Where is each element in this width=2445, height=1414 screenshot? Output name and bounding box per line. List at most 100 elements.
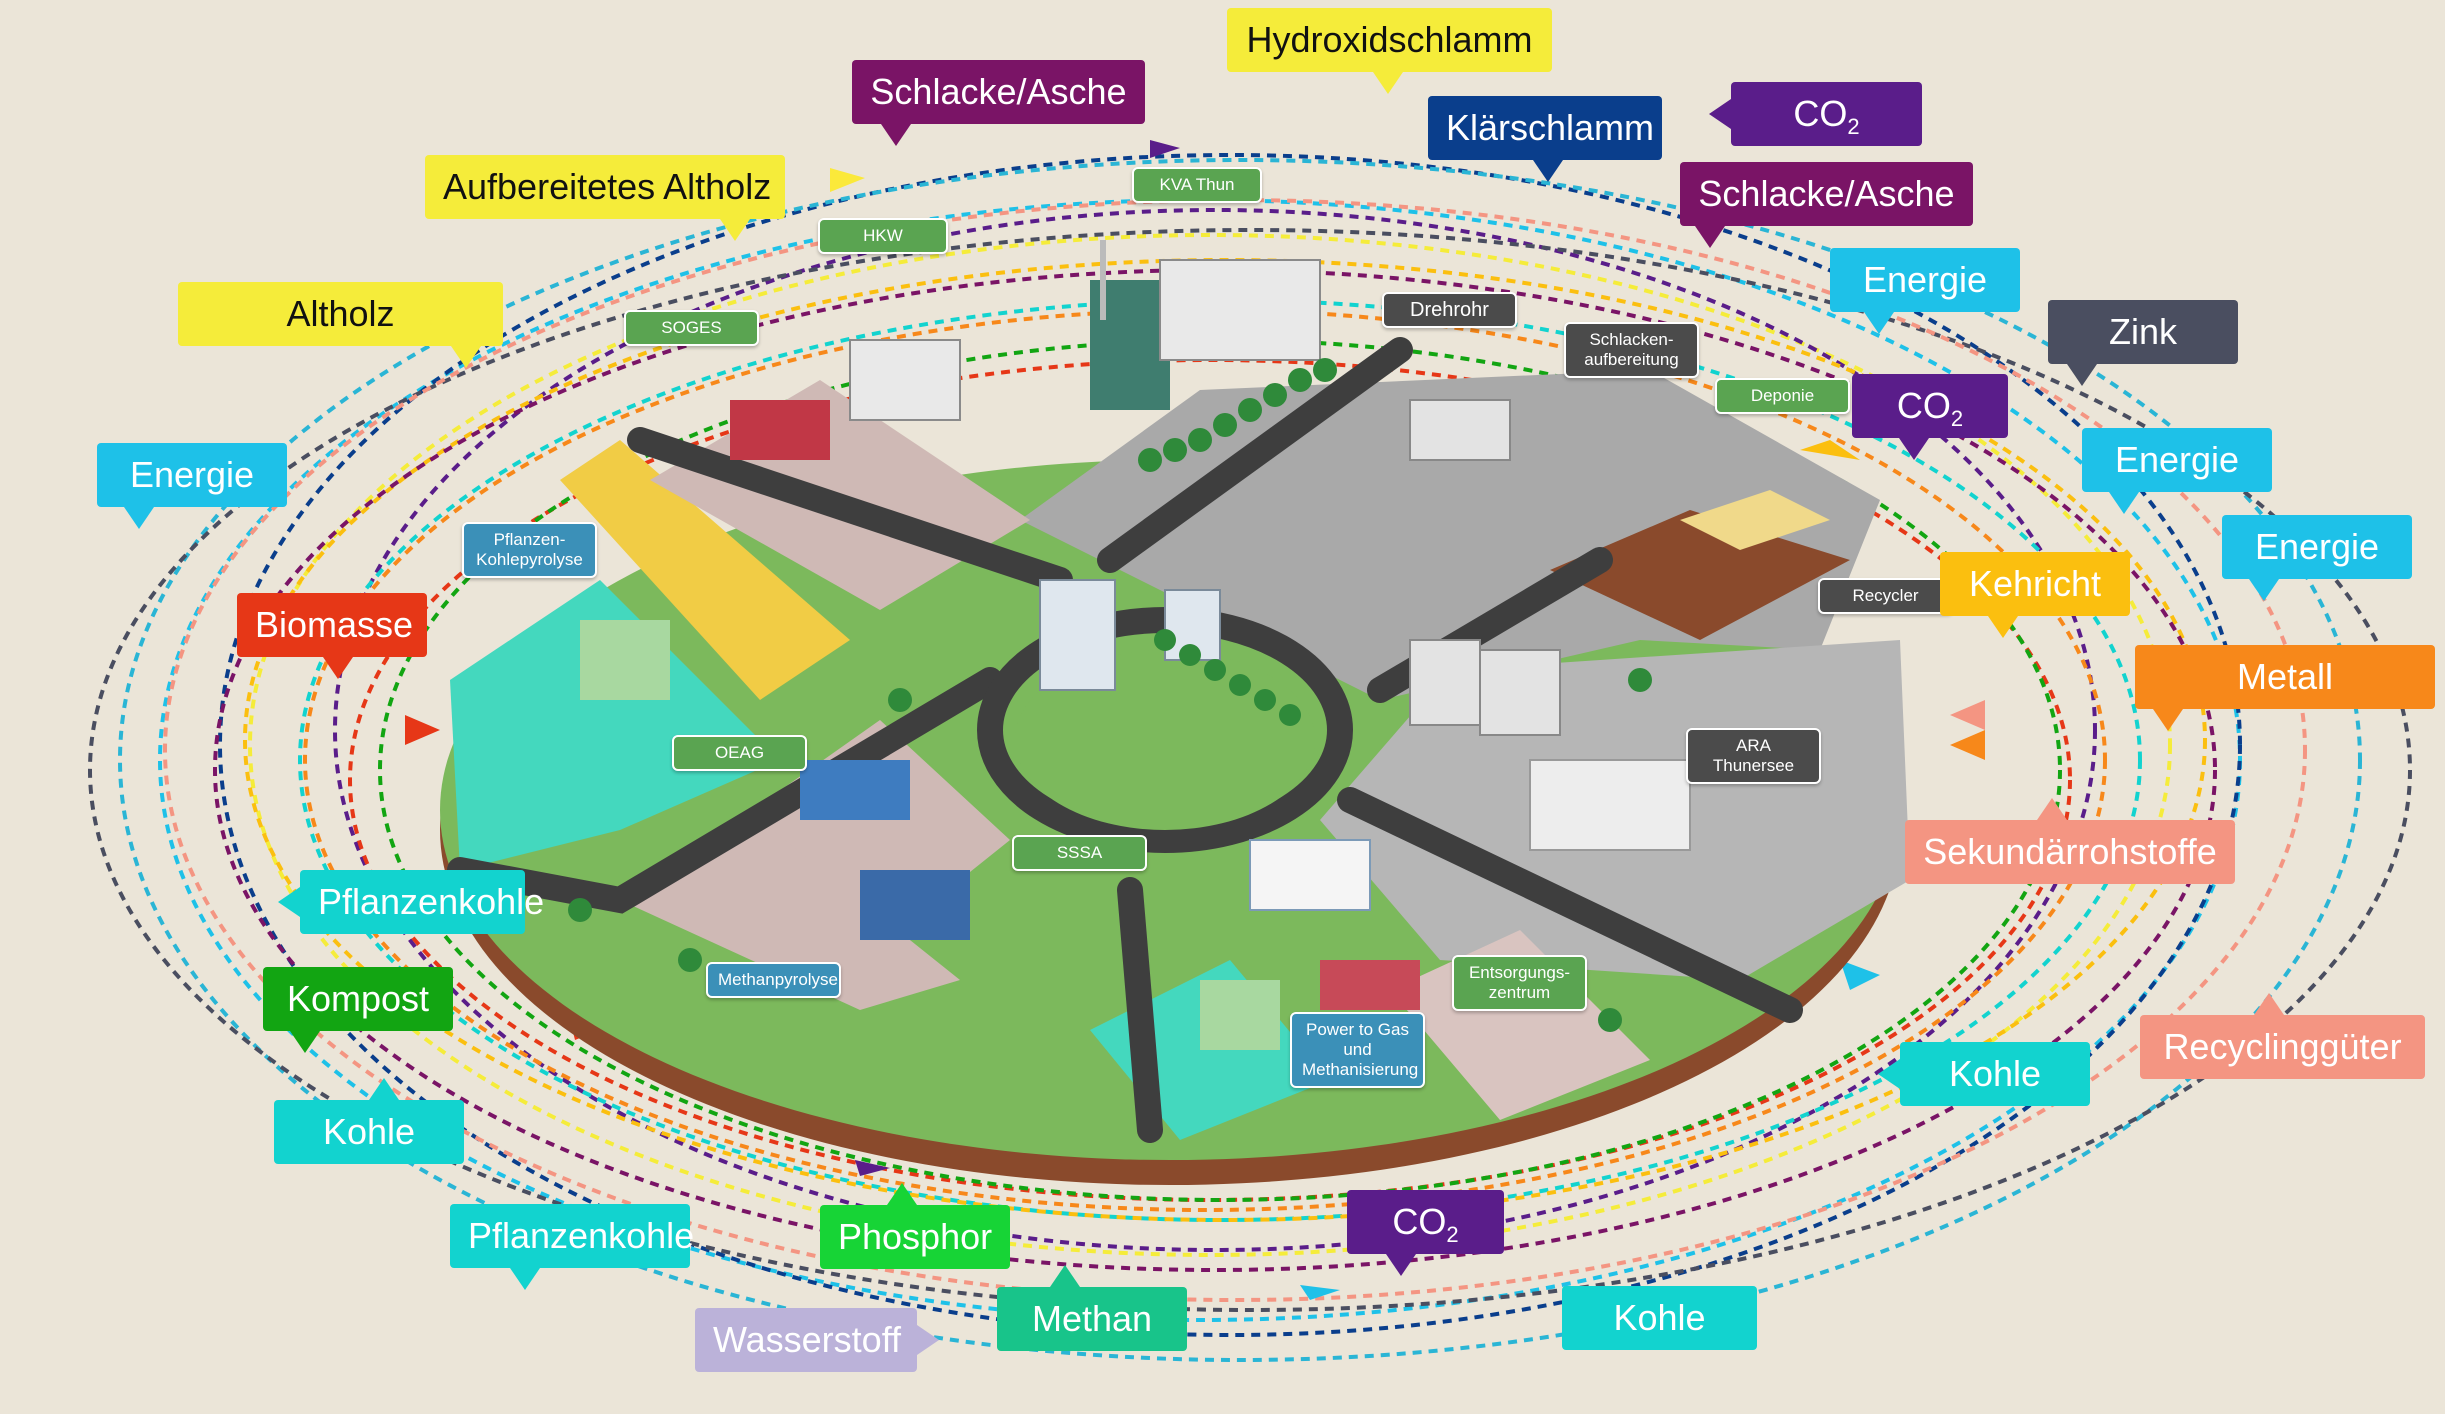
building-hkw [849,339,961,421]
flow-label-energie-left-text: Energie [129,454,255,495]
flow-label-klaerschlamm[interactable]: Klärschlamm [1428,96,1662,182]
flow-label-kompost[interactable]: Kompost [263,967,453,1053]
place-entsorgungszentrum-label-2: zentrum [1488,983,1551,1002]
building-barn [730,400,830,460]
flow-label-altholz[interactable]: Altholz [178,282,503,368]
flow-label-schlacke-asche-top[interactable]: Schlacke/Asche [852,60,1145,146]
building-tower-center [1039,579,1116,691]
flow-label-co2-bottom-text: CO [1392,1201,1447,1242]
flow-label-co2-right[interactable]: CO2 [1852,374,2008,460]
flow-label-kohle-right[interactable]: Kohle [1878,1042,2090,1106]
flow-label-kohle-bottom[interactable]: Kohle [1562,1286,1757,1350]
place-sssa[interactable]: SSSA [1012,835,1147,871]
tree [1313,358,1337,382]
arrow-phosphor [855,1160,890,1176]
flow-label-phosphor[interactable]: Phosphor [820,1183,1010,1269]
road-s [1117,877,1163,1143]
flow-label-pflanzenkohle-bottom-text: Pflanzenkohle [468,1215,695,1256]
flow-label-energie-2[interactable]: Energie [2082,428,2272,514]
place-recycler[interactable]: Recycler [1818,578,1953,614]
flow-label-metall[interactable]: Metall [2135,645,2435,731]
arrow-kohle [1840,960,1880,990]
flow-label-altholz-text: Altholz [286,293,395,334]
flow-label-co2-bottom[interactable]: CO2 [1347,1190,1504,1276]
zone-factory-pink [620,820,960,1010]
place-kva-thun[interactable]: KVA Thun [1132,167,1262,203]
flow-label-klaerschlamm-text: Klärschlamm [1446,107,1655,148]
place-drehrohr[interactable]: Drehrohr [1382,292,1517,328]
flow-label-kehricht[interactable]: Kehricht [1940,552,2130,638]
building-factory [860,870,970,940]
flow-label-co2-top-sub: 2 [1847,114,1860,140]
flow-label-biomasse[interactable]: Biomasse [237,593,427,679]
flow-label-pflanzenkohle-left[interactable]: Pflanzenkohle [278,870,544,934]
flow-label-schlacke-asche-right-text: Schlacke/Asche [1698,173,1955,214]
buildings [580,240,1691,1050]
place-hkw[interactable]: HKW [818,218,948,254]
place-schlackenaufbereitung-label-2: aufbereitung [1584,350,1679,369]
tree [1263,383,1287,407]
flow-line-schlacke [333,208,2097,1252]
tree [1179,644,1201,666]
flow-label-schlacke-asche-right[interactable]: Schlacke/Asche [1680,162,1973,248]
tree [1288,368,1312,392]
place-oeag-label: OEAG [714,743,765,762]
tree [1213,413,1237,437]
tree [1138,448,1162,472]
arrow-altholz [830,168,865,192]
flow-label-recyclinggueter[interactable]: Recyclinggüter [2140,993,2425,1079]
flow-label-kohle-left[interactable]: Kohle [274,1078,464,1164]
flow-label-co2-top[interactable]: CO2 [1709,82,1922,146]
flow-label-zink-text: Zink [2108,311,2177,352]
place-pflanzenkohlepyrolyse[interactable]: Pflanzen-Kohlepyrolyse [462,522,597,578]
tree [888,688,912,712]
flow-line-pflanzenkohle [118,158,2362,1362]
flow-label-co2-top-text: CO [1793,93,1848,134]
arrow-schlacke [1150,140,1180,158]
building-office-2 [1479,649,1561,736]
flow-label-aufbereitetes-altholz[interactable]: Aufbereitetes Altholz [425,155,785,241]
place-deponie[interactable]: Deponie [1715,378,1850,414]
building-p2g [1200,980,1280,1050]
tree [1163,438,1187,462]
flow-label-co2-right-sub: 2 [1950,406,1964,432]
flow-line-altholz [248,233,2172,1257]
flow-label-hydroxidschlamm[interactable]: Hydroxidschlamm [1227,8,1552,94]
tree [678,948,702,972]
flow-label-energie-3[interactable]: Energie [2222,515,2412,601]
flow-label-energie-left[interactable]: Energie [97,443,287,529]
flow-label-pflanzenkohle-bottom[interactable]: Pflanzenkohle [450,1204,694,1290]
flow-label-wasserstoff[interactable]: Wasserstoff [695,1308,939,1372]
flow-label-aufbereitetes-altholz-text: Aufbereitetes Altholz [443,166,772,207]
flow-label-zink[interactable]: Zink [2048,300,2238,386]
place-soges-label: SOGES [661,318,722,337]
tree [1154,629,1176,651]
road-ne [1097,337,1413,573]
place-pflanzenkohlepyrolyse-label-2: Kohlepyrolyse [476,550,583,569]
flow-label-biomasse-text: Biomasse [255,604,414,645]
flow-label-energie-1[interactable]: Energie [1830,248,2020,334]
building-office-1 [1409,639,1481,726]
flow-label-sekundaerrohstoffe[interactable]: Sekundärrohstoffe [1905,798,2235,884]
place-p2g-label-3: Methanisierung [1302,1060,1419,1079]
place-entsorgungszentrum[interactable]: Entsorgungs-zentrum [1452,955,1587,1011]
place-recycler-label: Recycler [1852,586,1919,605]
tree [1279,704,1301,726]
flow-label-hydroxidschlamm-text: Hydroxidschlamm [1246,19,1533,60]
place-schlackenaufbereitung[interactable]: Schlacken-aufbereitung [1564,322,1699,378]
road-nw [627,427,1073,593]
place-oeag[interactable]: OEAG [672,735,807,771]
place-drehrohr-label: Drehrohr [1410,299,1489,321]
place-sssa-label: SSSA [1056,843,1103,862]
flow-line-energie-outer [158,198,2242,1322]
building-oeag [800,760,910,820]
place-methanpyrolyse[interactable]: Methanpyrolyse [706,962,841,998]
flow-label-pflanzenkohle-left-text: Pflanzenkohle [318,881,545,922]
building-kva-chimney [1100,240,1106,320]
place-soges[interactable]: SOGES [624,310,759,346]
flow-label-methan[interactable]: Methan [997,1265,1187,1351]
